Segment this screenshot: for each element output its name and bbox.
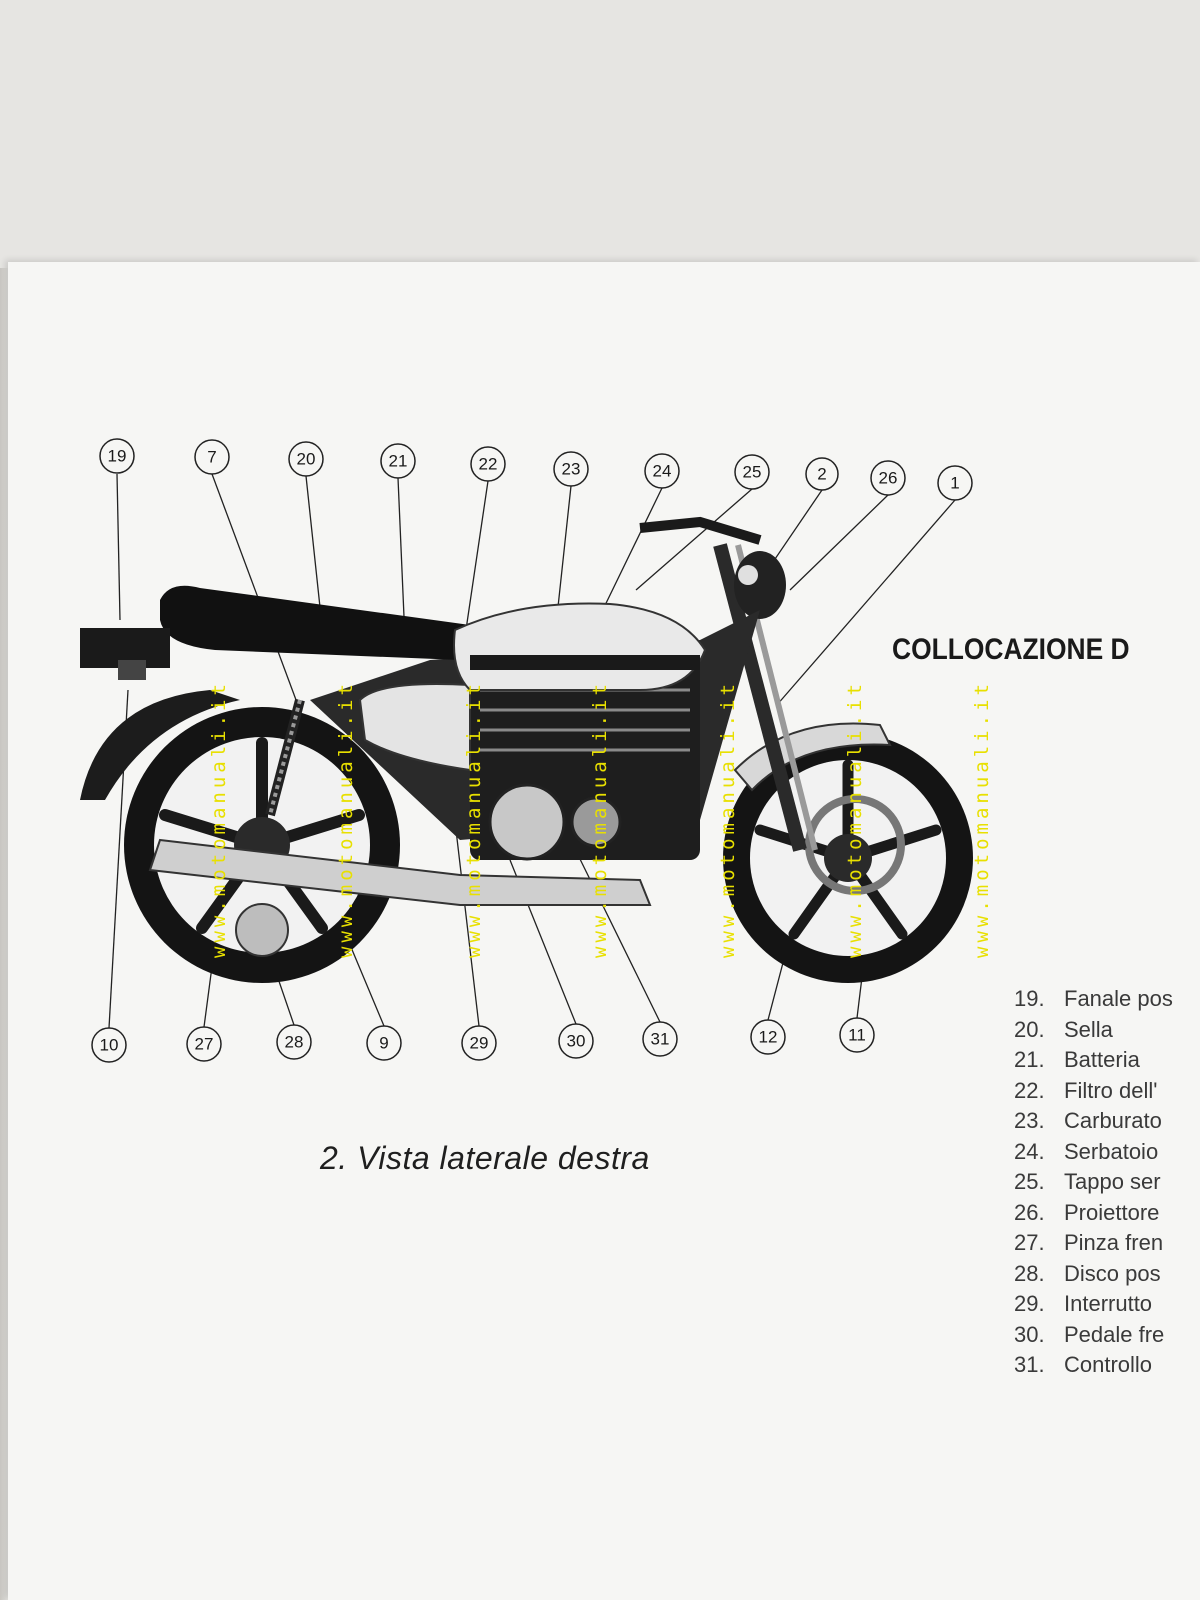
legend-text: Interrutto [1064, 1291, 1153, 1316]
callout-27: 27 [186, 1026, 222, 1062]
legend-text: Sella [1064, 1016, 1113, 1042]
legend-item: 26. Proiettore [1014, 1200, 1200, 1231]
legend-item: 29. Interrutto [1014, 1291, 1200, 1322]
callout-11-label: 11 [848, 1026, 866, 1045]
callout-30: 30 [558, 1023, 594, 1059]
callout-19-label: 19 [108, 447, 127, 466]
motorcycle-illustration [80, 516, 973, 983]
callout-29-label: 29 [470, 1034, 489, 1053]
callout-2: 2 [805, 457, 839, 491]
callout-29: 29 [461, 1025, 497, 1061]
legend-item: 19. Fanale pos [1014, 986, 1200, 1017]
legend-text: Carburato [1064, 1108, 1162, 1133]
callout-12-label: 12 [759, 1028, 778, 1047]
legend-text: Tappo ser [1064, 1169, 1161, 1194]
callout-23: 23 [553, 451, 589, 487]
legend-number: 22. [1014, 1077, 1045, 1103]
callout-22: 22 [470, 446, 506, 482]
legend-item: 25. Tappo ser [1014, 1169, 1200, 1200]
callout-24-label: 24 [653, 462, 672, 481]
watermark: www.motomanuali.it [717, 680, 739, 958]
callout-7-label: 7 [207, 448, 216, 467]
legend-number: 23. [1014, 1108, 1045, 1133]
legend-text: Disco pos [1064, 1260, 1161, 1286]
callout-26: 26 [870, 460, 906, 496]
callout-21-label: 21 [389, 452, 408, 471]
legend-text: Batteria [1064, 1047, 1140, 1072]
legend-number: 30. [1014, 1321, 1045, 1347]
callout-25-label: 25 [743, 463, 762, 482]
legend-item: 28. Disco pos [1014, 1261, 1200, 1292]
legend-item: 22. Filtro dell' [1014, 1078, 1200, 1109]
section-title: COLLOCAZIONE D [892, 633, 1130, 666]
legend-item: 23. Carburato [1014, 1108, 1200, 1139]
callout-28-label: 28 [285, 1033, 304, 1052]
callout-27-label: 27 [195, 1035, 214, 1054]
legend-item: 20. Sella [1014, 1017, 1200, 1048]
legend-item: 31. Controllo [1014, 1352, 1200, 1383]
legend-text: Filtro dell' [1064, 1077, 1158, 1103]
legend-number: 29. [1014, 1291, 1045, 1316]
callout-10: 10 [91, 1027, 127, 1063]
callouts-bottom: 10 27 28 9 29 30 31 12 [91, 1017, 875, 1063]
callout-31: 31 [642, 1021, 678, 1057]
callout-2-label: 2 [817, 465, 826, 484]
legend-text: Serbatoio [1064, 1138, 1159, 1164]
watermark: www.motomanuali.it [208, 680, 230, 958]
parts-legend: 19. Fanale pos 20. Sella 21. Batteria 22. Fi… [1014, 986, 1200, 1383]
legend-number: 20. [1014, 1016, 1045, 1042]
callout-30-label: 30 [567, 1032, 586, 1051]
callout-7: 7 [194, 439, 230, 475]
callout-25: 25 [734, 454, 770, 490]
legend-number: 24. [1014, 1138, 1045, 1164]
legend-number: 19. [1014, 986, 1045, 1011]
legend-number: 28. [1014, 1260, 1045, 1286]
legend-number: 31. [1014, 1352, 1045, 1377]
legend-item: 30. Pedale fre [1014, 1322, 1200, 1353]
watermark: www.motomanuali.it [971, 680, 993, 958]
callout-31-label: 31 [651, 1030, 670, 1049]
legend-item: 27. Pinza fren [1014, 1230, 1200, 1261]
callout-26-label: 26 [879, 469, 898, 488]
legend-text: Pedale fre [1064, 1321, 1165, 1347]
legend-number: 25. [1014, 1169, 1045, 1194]
callout-28: 28 [276, 1024, 312, 1060]
callouts-top: 19 7 20 21 22 23 24 25 [99, 438, 973, 501]
callout-1: 1 [937, 465, 973, 501]
callout-21: 21 [380, 443, 416, 479]
callout-19: 19 [99, 438, 135, 474]
legend-number: 27. [1014, 1230, 1045, 1255]
legend-text: Proiettore [1064, 1199, 1160, 1225]
watermark: www.motomanuali.it [463, 680, 485, 958]
legend-text: Pinza fren [1064, 1230, 1164, 1255]
callout-1-label: 1 [950, 474, 959, 493]
callout-9-label: 9 [379, 1034, 388, 1053]
legend-item: 24. Serbatoio [1014, 1139, 1200, 1170]
legend-text: Controllo [1064, 1352, 1153, 1377]
legend-text: Fanale pos [1064, 986, 1173, 1011]
callout-11: 11 [839, 1017, 875, 1053]
callout-23-label: 23 [562, 460, 581, 479]
callout-12: 12 [750, 1019, 786, 1055]
legend-number: 26. [1014, 1199, 1045, 1225]
legend-item: 21. Batteria [1014, 1047, 1200, 1078]
watermark: www.motomanuali.it [335, 680, 357, 958]
watermark: www.motomanuali.it [589, 680, 611, 958]
figure-caption: 2. Vista laterale destra [320, 1140, 650, 1176]
callout-9: 9 [366, 1025, 402, 1061]
watermark: www.motomanuali.it [844, 680, 866, 958]
callout-22-label: 22 [479, 455, 498, 474]
callout-24: 24 [644, 453, 680, 489]
callout-10-label: 10 [100, 1036, 119, 1055]
callout-20: 20 [288, 441, 324, 477]
callout-20-label: 20 [297, 450, 316, 469]
legend-number: 21. [1014, 1047, 1045, 1072]
